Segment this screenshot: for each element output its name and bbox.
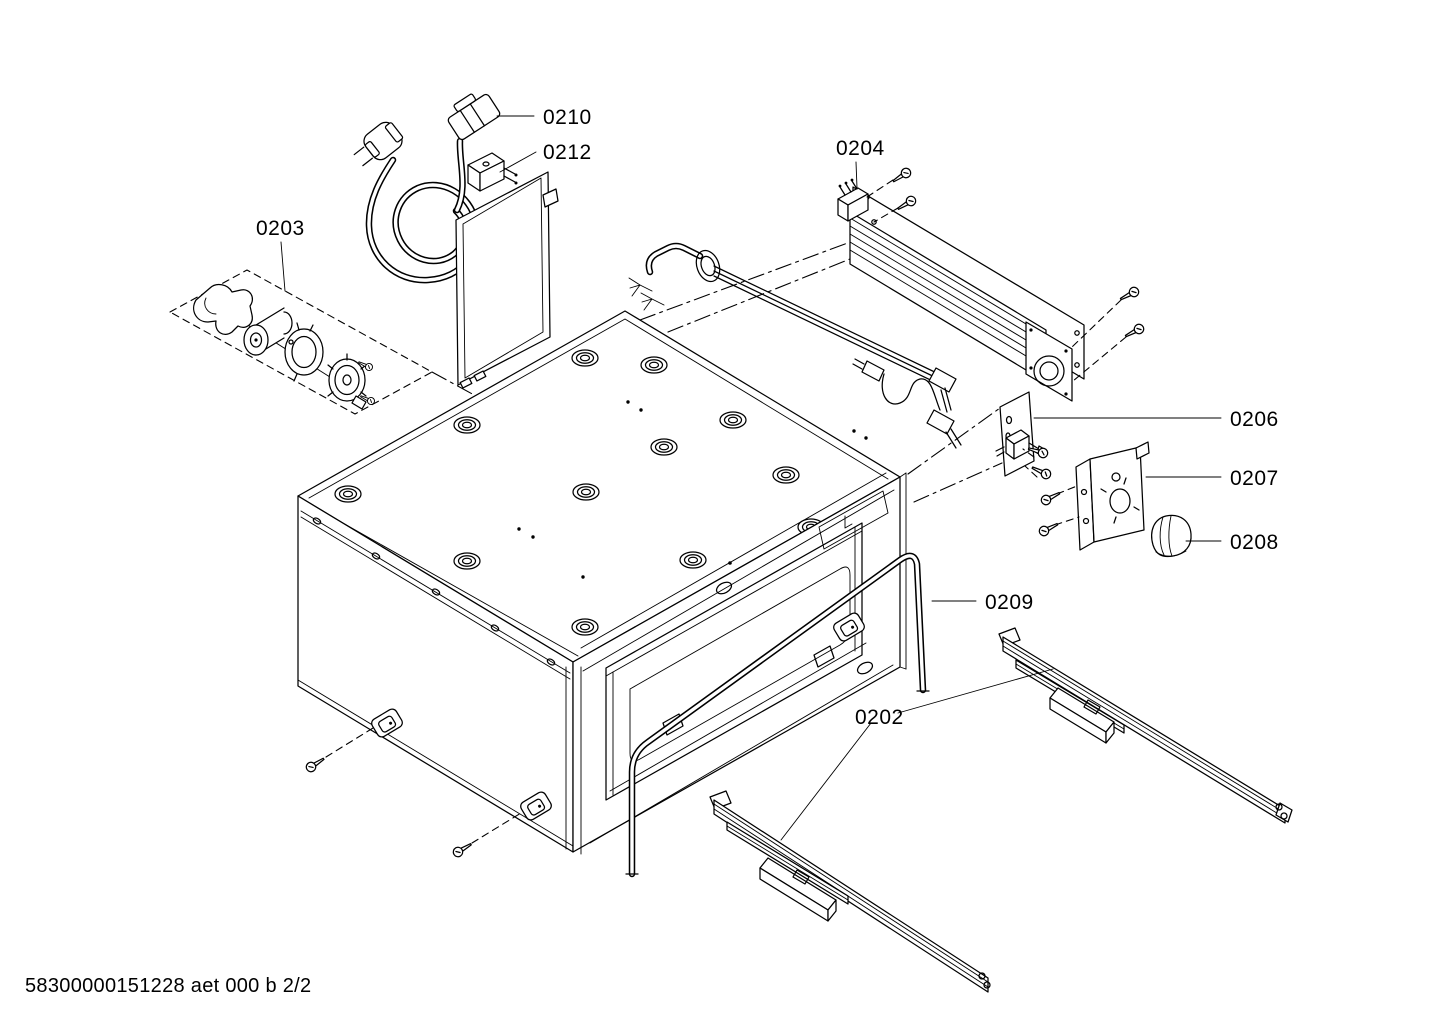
cabinet-front-frame: [572, 472, 907, 855]
cable-grommet-ring: [695, 249, 721, 283]
part-ref-0209: 0209: [985, 591, 1034, 614]
part-label-0210: 0210: [496, 106, 592, 129]
part-label-0204: 0204: [836, 137, 885, 189]
motor-cylinder: [243, 307, 293, 356]
door-seal: [625, 552, 930, 878]
control-slot-cutout: [818, 490, 889, 550]
part-ref-0202: 0202: [855, 706, 904, 729]
telescopic-rail-upper: [998, 627, 1293, 824]
fan-ring: [284, 322, 324, 382]
harness-connector-a: [928, 367, 957, 393]
part-ref-0206: 0206: [1230, 408, 1279, 431]
fan-motor: [327, 353, 367, 410]
mains-plug: [353, 121, 404, 167]
part-ref-0210: 0210: [543, 106, 592, 129]
power-cord: [353, 93, 501, 284]
cabinet-top-grommets: [334, 349, 868, 636]
telescopic-rail-lower: [709, 790, 991, 993]
spade-terminals: [628, 277, 653, 297]
thermal-switch: [467, 152, 518, 192]
part-label-0203: 0203: [256, 217, 305, 292]
wiring-harness: [628, 242, 962, 449]
fan-motor-assembly: [169, 269, 433, 415]
inline-plug: [861, 360, 885, 382]
part-ref-0207: 0207: [1230, 467, 1279, 490]
part-label-0212: 0212: [499, 141, 592, 173]
cover-panel: [455, 171, 559, 389]
part-label-0208: 0208: [1185, 531, 1279, 554]
part-ref-0208: 0208: [1230, 531, 1279, 554]
part-labels: 0210 0212 0203 0204 0206 0207 0208 0209: [256, 106, 1279, 841]
control-knob: [1151, 514, 1192, 558]
part-ref-0212: 0212: [543, 141, 592, 164]
part-ref-0204: 0204: [836, 137, 885, 160]
part-label-0206: 0206: [1033, 408, 1279, 431]
heating-element-assembly: [837, 178, 1085, 402]
part-label-0202: 0202: [780, 668, 1054, 841]
cabinet-housing: [297, 310, 907, 855]
appliance-connector: [447, 93, 501, 141]
switch-plate: [995, 391, 1047, 477]
assembly-boundary: [169, 269, 433, 415]
drawing-number: 58300000151228 aet 000 b 2/2: [25, 975, 311, 997]
heater-terminal-block: [837, 178, 869, 222]
mounting-bracket: [1075, 441, 1150, 551]
part-label-0207: 0207: [1145, 467, 1279, 490]
motor-bracket: [193, 283, 254, 335]
screws: [303, 165, 1146, 860]
harness-connector-b: [926, 409, 955, 435]
part-ref-0203: 0203: [256, 217, 305, 240]
part-label-0209: 0209: [931, 591, 1034, 614]
